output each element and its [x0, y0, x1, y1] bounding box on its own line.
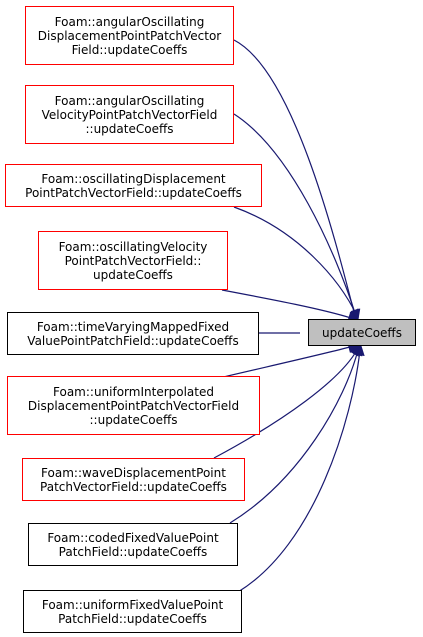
caller-node-coded-fixed-value-point[interactable]: Foam::codedFixedValuePoint PatchField::u… [28, 523, 238, 566]
caller-node-uniform-fixed-value-point[interactable]: Foam::uniformFixedValuePoint PatchField:… [23, 590, 242, 633]
caller-node-uniform-interpolated-displacement[interactable]: Foam::uniformInterpolated DisplacementPo… [7, 376, 260, 435]
caller-node-line: Foam::timeVaryingMappedFixed [36, 319, 230, 334]
caller-node-line: ValuePointPatchField::updateCoeffs [27, 333, 239, 348]
target-node-update-coeffs: updateCoeffs [308, 319, 416, 346]
call-edge [229, 349, 359, 524]
caller-node-angular-oscillating-displacement[interactable]: Foam::angularOscillating DisplacementPoi… [25, 6, 234, 65]
caller-node-line: DisplacementPointPatchVector [37, 28, 222, 43]
caller-node-line: Foam::codedFixedValuePoint [47, 530, 219, 545]
caller-node-line: Foam::waveDisplacementPoint [41, 465, 226, 480]
caller-node-line: updateCoeffs [93, 267, 173, 282]
target-node-label: updateCoeffs [322, 325, 402, 340]
caller-node-line: PatchField::updateCoeffs [58, 544, 208, 559]
call-edge [218, 346, 351, 379]
call-edge [233, 113, 357, 317]
caller-node-angular-oscillating-velocity[interactable]: Foam::angularOscillating VelocityPointPa… [25, 85, 234, 144]
caller-node-oscillating-velocity[interactable]: Foam::oscillatingVelocity PointPatchVect… [38, 231, 228, 290]
caller-node-line: PointPatchVectorField::updateCoeffs [25, 185, 242, 200]
caller-node-line: Foam::oscillatingVelocity [58, 239, 208, 254]
call-edge [233, 206, 358, 317]
caller-node-line: Foam::angularOscillating [54, 93, 205, 108]
arrowhead-icon [355, 344, 365, 356]
caller-node-line: Field::updateCoeffs [71, 42, 188, 57]
caller-node-line: ::updateCoeffs [85, 121, 174, 136]
call-edge [221, 289, 352, 319]
call-edge [237, 349, 361, 593]
caller-node-wave-displacement-point[interactable]: Foam::waveDisplacementPoint PatchVectorF… [22, 458, 245, 501]
caller-node-line: VelocityPointPatchVectorField [41, 107, 218, 122]
caller-node-line: PatchVectorField::updateCoeffs [40, 479, 227, 494]
caller-node-line: Foam::uniformFixedValuePoint [41, 597, 224, 612]
caller-node-line: PatchField::updateCoeffs [58, 611, 207, 626]
caller-node-time-varying-mapped-fixed-value[interactable]: Foam::timeVaryingMappedFixed ValuePointP… [7, 312, 259, 355]
caller-node-line: ::updateCoeffs [89, 412, 178, 427]
caller-node-line: Foam::uniformInterpolated [53, 384, 214, 399]
caller-node-line: DisplacementPointPatchVectorField [27, 398, 240, 413]
caller-node-line: Foam::angularOscillating [54, 14, 205, 29]
call-edge [213, 349, 358, 459]
caller-node-line: Foam::oscillatingDisplacement [41, 171, 226, 186]
call-edge [233, 39, 356, 317]
caller-node-line: PointPatchVectorField:: [64, 253, 202, 268]
caller-node-oscillating-displacement[interactable]: Foam::oscillatingDisplacement PointPatch… [5, 164, 262, 207]
